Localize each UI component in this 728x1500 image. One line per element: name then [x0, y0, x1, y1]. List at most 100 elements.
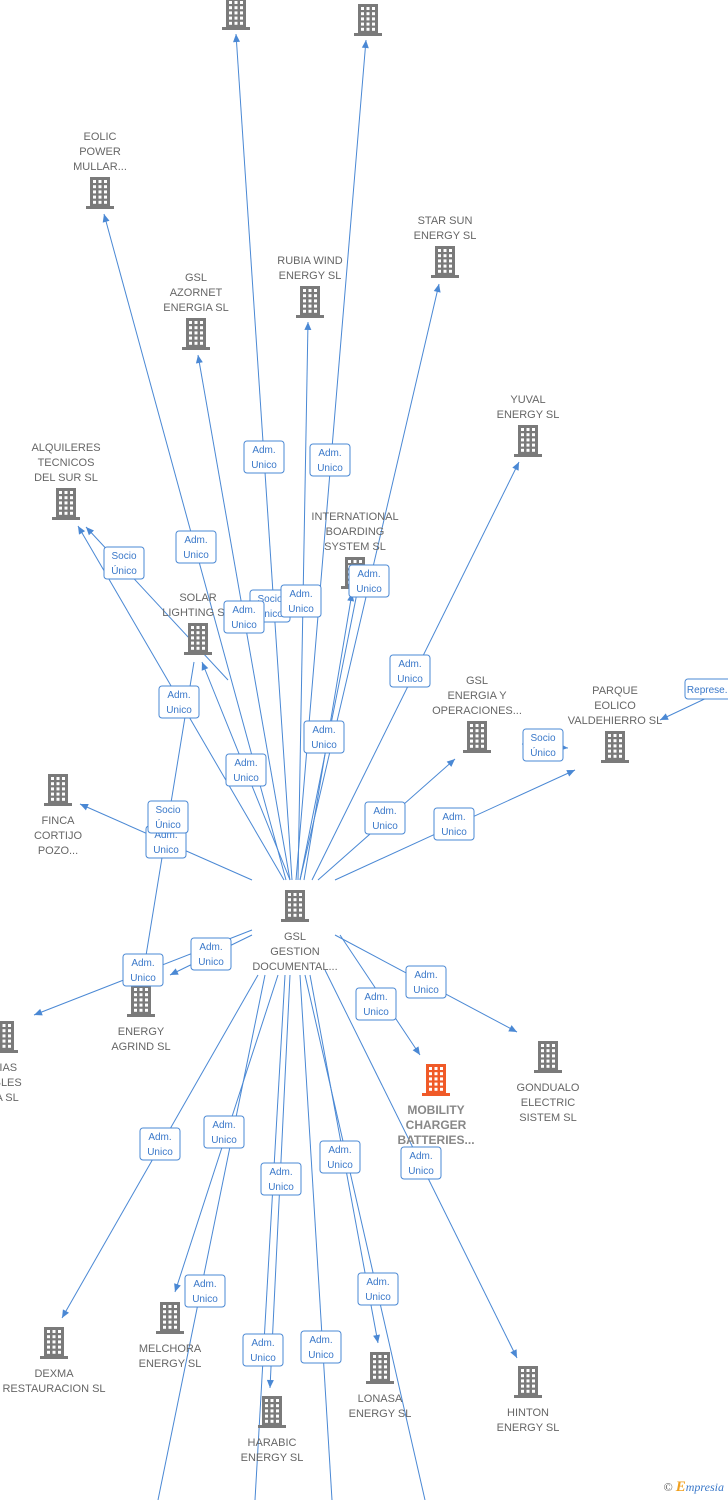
relation-badge-box	[175, 530, 217, 564]
relation-badge-r22[interactable]: Adm.Unico	[355, 987, 397, 1021]
edge-30	[254, 974, 286, 1500]
company-name-line: LIGHTING S...	[162, 607, 234, 619]
relation-type-text: Adm.	[398, 659, 421, 670]
company-name-line: GONDUALO	[517, 1082, 580, 1094]
relation-type-text: Adm.	[193, 1279, 216, 1290]
relation-badge-r19[interactable]: Adm.Unico	[122, 953, 164, 987]
company-building-icon	[127, 985, 155, 1017]
arrow-head-icon	[233, 34, 241, 43]
relation-type-text: Unico	[372, 821, 398, 832]
relation-badge-r11[interactable]: Adm.Unico	[303, 720, 345, 754]
relation-type-text: Único	[111, 564, 137, 577]
relation-badge-box	[225, 753, 267, 787]
company-node-finca[interactable]: FINCACORTIJOPOZO...	[34, 774, 83, 857]
relation-badge-r31[interactable]: Adm.Unico	[300, 1330, 342, 1364]
company-building-icon	[156, 1302, 184, 1334]
relation-type-text: Unico	[363, 1007, 389, 1018]
relation-type-text: Adm.	[234, 758, 257, 769]
arrow-head-icon	[266, 1379, 274, 1388]
relation-badge-r23[interactable]: Adm.Unico	[139, 1127, 181, 1161]
relation-type-text: Adm.	[131, 958, 154, 969]
company-building-icon	[463, 721, 491, 753]
relation-badge-r25[interactable]: Adm.Unico	[319, 1140, 361, 1174]
company-name-line: OPERACIONES...	[432, 705, 522, 717]
company-name-line: DEXMA	[34, 1368, 74, 1380]
relation-badge-r2[interactable]: Adm.Unico	[309, 443, 351, 477]
relation-type-text: Socio	[111, 551, 136, 562]
relation-badge-r24[interactable]: Adm.Unico	[203, 1115, 245, 1149]
relation-badge-r29[interactable]: Adm.Unico	[357, 1272, 399, 1306]
relation-type-text: Adm.	[184, 535, 207, 546]
company-name-line: ABLES	[0, 1077, 22, 1089]
relation-type-text: Unico	[192, 1294, 218, 1305]
arrow-head-icon	[174, 1283, 181, 1292]
company-name-line: ENERGY SL	[497, 409, 560, 421]
relation-type-text: Adm.	[148, 1132, 171, 1143]
relation-badge-box	[319, 1140, 361, 1174]
arrow-head-icon	[660, 713, 669, 720]
relation-badge-r20[interactable]: Adm.Unico	[190, 937, 232, 971]
relation-badge-r3[interactable]: Adm.Unico	[175, 530, 217, 564]
company-building-icon	[354, 4, 382, 36]
relation-type-text: Unico	[233, 773, 259, 784]
relation-badge-r14[interactable]: Represe...	[684, 678, 728, 700]
company-node-mobility[interactable]: MOBILITYCHARGERBATTERIES...	[397, 1064, 475, 1147]
relation-badge-r21[interactable]: Adm.Unico	[405, 965, 447, 999]
company-node-eolic[interactable]: EOLICPOWERMULLAR...	[73, 131, 127, 209]
relation-type-text: Unico	[166, 705, 192, 716]
company-name-line: ENERGY SL	[414, 230, 477, 242]
company-name-line: ENERGY SL	[241, 1452, 304, 1464]
relation-badge-box	[405, 965, 447, 999]
arrow-head-icon	[201, 662, 209, 671]
relation-badge-r9[interactable]: Adm.Unico	[158, 685, 200, 719]
relation-badge-r15[interactable]: Adm.Unico	[364, 801, 406, 835]
relation-badge-r1[interactable]: Adm.Unico	[243, 440, 285, 474]
arrow-head-icon	[361, 40, 369, 49]
company-node-harabic[interactable]: HARABIC ENERGY SL	[241, 1396, 304, 1464]
relation-badge-box	[684, 678, 728, 700]
relation-type-text: Adm.	[199, 942, 222, 953]
company-node-gias[interactable]: GIASABLESLA SL	[0, 1021, 22, 1104]
relation-type-text: Adm.	[154, 830, 177, 841]
relation-badge-r16[interactable]: Adm.Unico	[433, 807, 475, 841]
relation-badge-r30[interactable]: Adm.Unico	[242, 1333, 284, 1367]
company-node-top1[interactable]	[222, 0, 250, 30]
relation-badge-r12[interactable]: Adm. Unico	[225, 753, 267, 787]
company-name-line: HARABIC	[248, 1437, 297, 1449]
company-name-line: VALDEHIERRO SL	[568, 715, 663, 727]
relation-type-text: Adm.	[366, 1277, 389, 1288]
relation-badge-r8[interactable]: Adm.Unico	[223, 600, 265, 634]
relation-badge-r28[interactable]: Adm. Unico	[184, 1274, 226, 1308]
arrow-head-icon	[412, 1046, 420, 1055]
relation-badge-r6[interactable]: Adm.Unico	[280, 584, 322, 618]
relation-badge-box	[139, 1127, 181, 1161]
relation-badge-r7[interactable]: Adm.Unico	[348, 564, 390, 598]
company-node-top2[interactable]	[354, 4, 382, 36]
arrow-head-icon	[78, 526, 86, 535]
relation-badge-box	[122, 953, 164, 987]
relation-badge-r26[interactable]: Adm.Unico	[400, 1146, 442, 1180]
relation-type-text: Unico	[288, 604, 314, 615]
relation-badge-r27[interactable]: Adm.Unico	[260, 1162, 302, 1196]
company-node-center[interactable]: GSLGESTIONDOCUMENTAL...	[252, 890, 338, 973]
empresia-footer[interactable]: ©Empresia	[664, 1479, 724, 1496]
relation-badge-r10[interactable]: Adm.Unico	[389, 654, 431, 688]
